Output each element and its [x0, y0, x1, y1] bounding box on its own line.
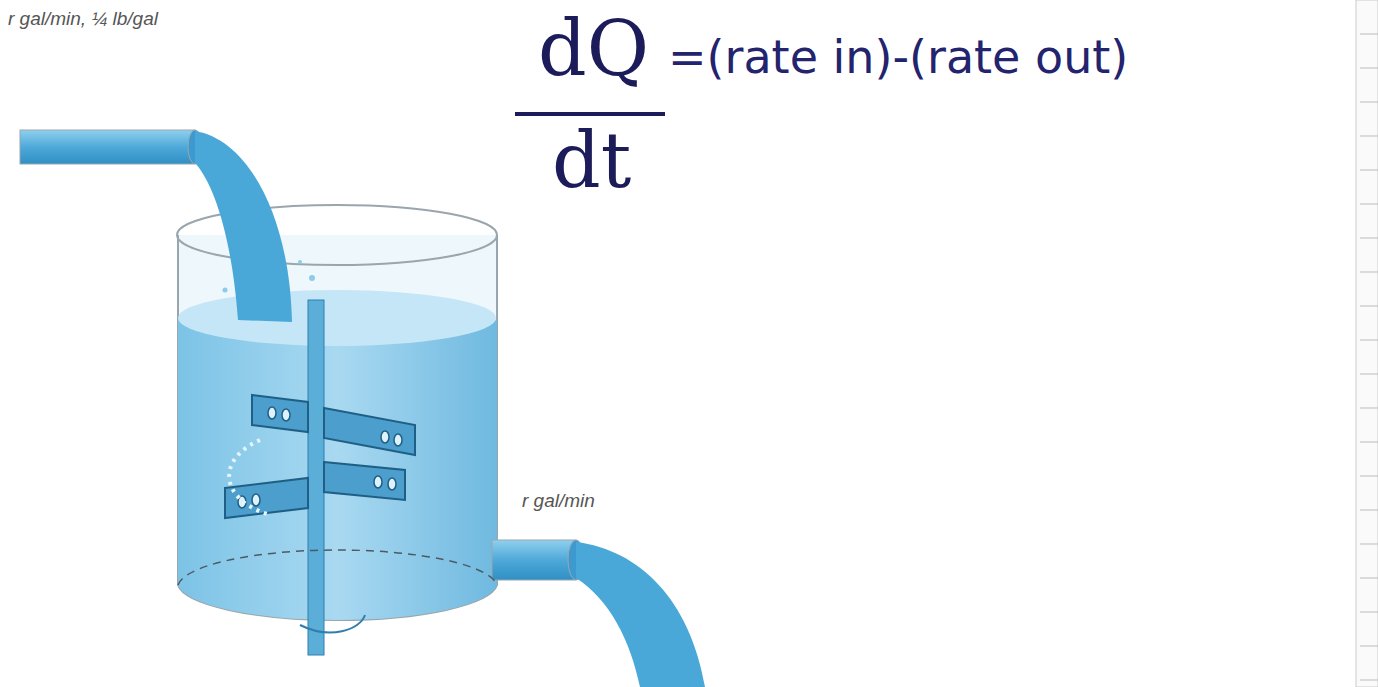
denominator: dt: [552, 116, 631, 205]
fraction-bar: [515, 112, 665, 116]
outflow-label: r gal/min: [522, 490, 595, 512]
numerator: dQ: [538, 4, 649, 93]
equation-text: =(rate in)-(rate out): [668, 30, 1128, 84]
notebook-strip: [1356, 0, 1378, 687]
inflow-label: r gal/min, ¼ lb/gal: [8, 8, 158, 30]
